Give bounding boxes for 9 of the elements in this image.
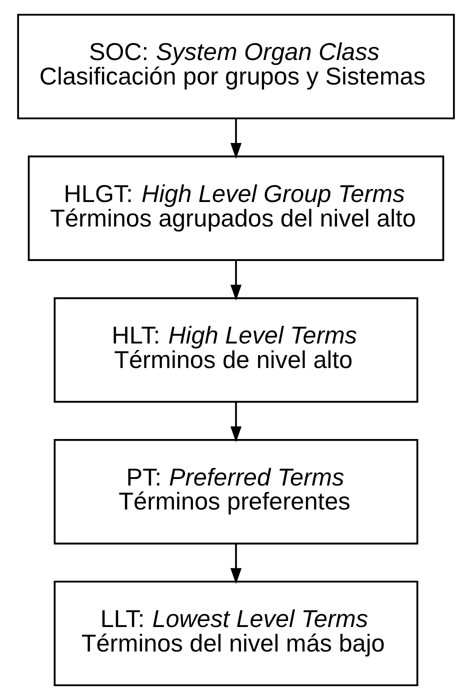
node-box: LLT: Lowest Level Terms Términos del nivel más bajo (54, 580, 418, 686)
arrow (230, 118, 242, 159)
node-box: HLGT: High Level Group Terms Términos agrupados del nivel alto (28, 156, 444, 262)
node-box: HLT: High Level Terms Términos de nivel alto (54, 297, 418, 403)
arrow (230, 544, 242, 584)
node-box: PT: Preferred Terms Términos preferentes (54, 438, 418, 544)
arrow (230, 260, 242, 301)
arrow (230, 402, 242, 442)
node-box: SOC: System Organ Class Clasificación por grupos y Sistemas (17, 14, 455, 120)
